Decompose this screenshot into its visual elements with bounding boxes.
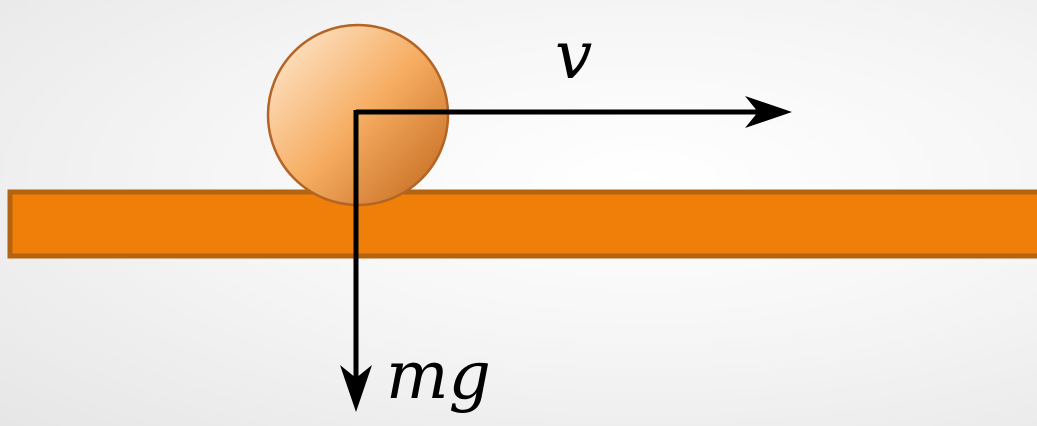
plank xyxy=(7,189,1037,259)
gravity-arrow-icon xyxy=(340,110,372,412)
velocity-arrow-icon xyxy=(356,96,792,128)
weight-label: mg xyxy=(386,337,491,414)
velocity-label: v xyxy=(555,17,592,94)
